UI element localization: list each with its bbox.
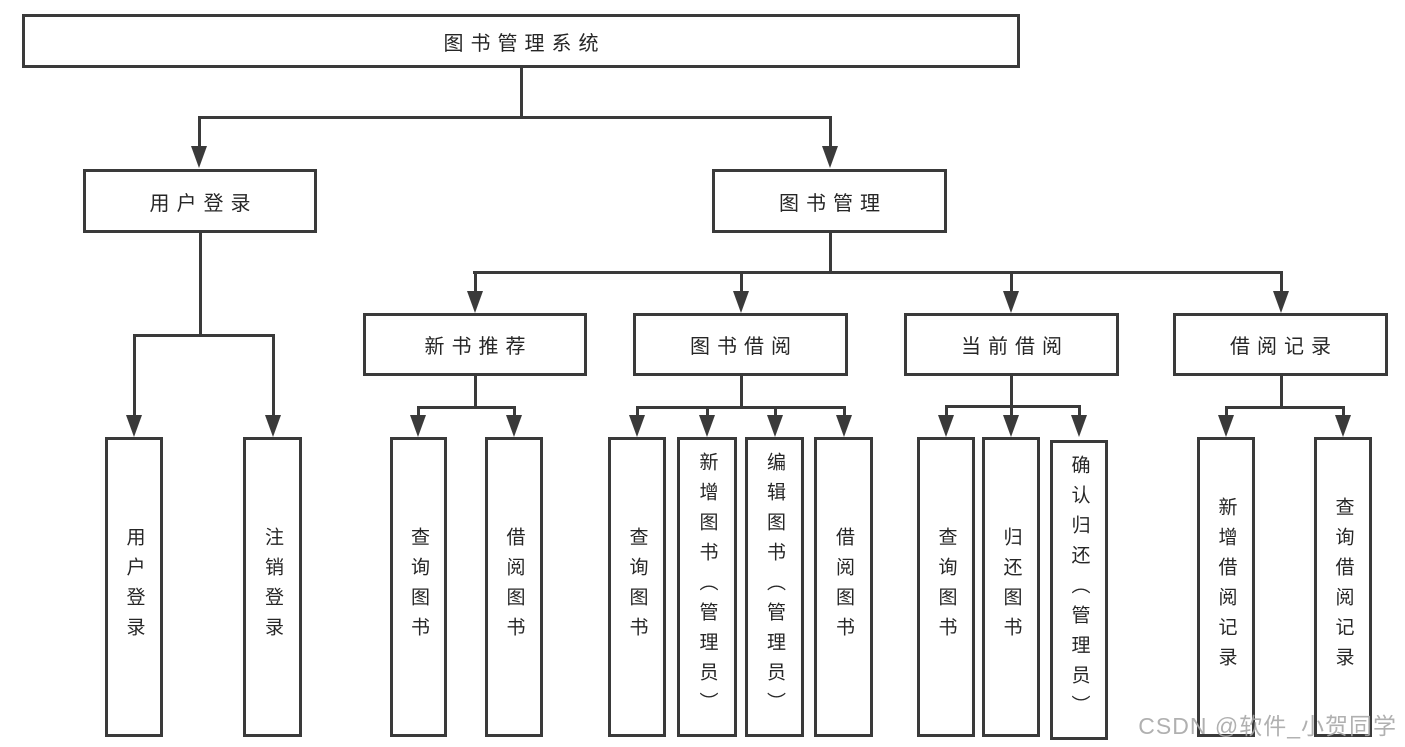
arrow-down-icon [467,291,483,313]
connector-stem [1225,406,1228,420]
node-user-login: 用户登录 [83,169,317,233]
connector-rail [417,406,515,409]
leaf-label: 确认归还（管理员） [1068,455,1090,725]
node-user-login-label: 用户登录 [149,192,258,215]
leaf-user-login-label: 用户登录 [123,527,145,647]
connector-stem [636,406,639,420]
connector-stem [1010,405,1013,420]
connector-stem [843,406,846,420]
arrow-down-icon [126,415,142,437]
arrow-down-icon [1071,415,1087,437]
leaf-query-books-current: 查询图书 [917,437,975,737]
arrow-down-icon [938,415,954,437]
node-current-borrow-label: 当前借阅 [961,336,1069,358]
connector-stem [774,406,777,420]
arrow-down-icon [1218,415,1234,437]
arrow-down-icon [410,415,426,437]
leaf-logout-label: 注销登录 [262,527,283,647]
leaf-query-books-borrow: 查询图书 [608,437,666,737]
leaf-label: 查询图书 [408,527,429,647]
arrow-down-icon [1003,415,1019,437]
arrow-down-icon [1003,291,1019,313]
leaf-add-book-admin: 新增图书（管理员） [677,437,737,737]
connector-stem [829,116,832,150]
connector-stem [417,406,420,420]
connector-user-login-rail [133,334,274,337]
arrow-down-icon [836,415,852,437]
leaf-label: 新增借阅记录 [1215,497,1237,677]
node-new-book-recommend-label: 新书推荐 [424,336,533,358]
node-borrow-records-label: 借阅记录 [1230,336,1338,358]
connector-rail [636,406,845,409]
leaf-user-login: 用户登录 [105,437,163,737]
connector-book-mgmt-stub [829,233,832,274]
leaf-query-borrow-record: 查询借阅记录 [1314,437,1372,737]
watermark: CSDN @软件_小贺同学 [1138,713,1397,739]
connector-level2-rail [198,116,832,119]
connector-stem [474,271,477,295]
connector-stem [513,406,516,420]
leaf-label: 借阅图书 [833,527,854,647]
arrow-down-icon [1273,291,1289,313]
node-book-management: 图书管理 [712,169,947,233]
node-book-borrow-label: 图书借阅 [690,336,798,358]
connector-level3-rail [473,271,1282,274]
connector-stem [1010,271,1013,295]
connector-stem [1342,406,1345,420]
connector-stub [1280,376,1283,409]
leaf-label: 查询借阅记录 [1332,497,1354,677]
arrow-down-icon [1335,415,1351,437]
leaf-borrow-books-borrow: 借阅图书 [814,437,873,737]
arrow-down-icon [822,146,838,168]
connector-stem [1078,405,1081,420]
node-borrow-records: 借阅记录 [1173,313,1388,376]
leaf-label: 归还图书 [1000,527,1022,647]
leaf-label: 查询图书 [626,527,648,647]
connector-stem [706,406,709,420]
connector-root-stub [520,68,523,119]
leaf-confirm-return-admin: 确认归还（管理员） [1050,440,1108,740]
connector-stem [133,334,136,420]
connector-stub [474,376,477,409]
arrow-down-icon [629,415,645,437]
arrow-down-icon [733,291,749,313]
arrow-down-icon [191,146,207,168]
node-new-book-recommend: 新书推荐 [363,313,587,376]
arrow-down-icon [265,415,281,437]
connector-stub [740,376,743,409]
node-root: 图书管理系统 [22,14,1020,68]
leaf-logout: 注销登录 [243,437,302,737]
connector-stem [198,116,201,150]
leaf-query-books-recommend: 查询图书 [390,437,447,737]
node-book-management-label: 图书管理 [779,192,887,215]
connector-stem [1280,271,1283,295]
connector-stem [945,405,948,420]
connector-user-login-stub [199,233,202,337]
leaf-borrow-books-recommend: 借阅图书 [485,437,543,737]
connector-stem [740,271,743,295]
connector-rail [1225,406,1344,409]
arrow-down-icon [767,415,783,437]
leaf-label: 借阅图书 [503,527,525,647]
leaf-add-borrow-record: 新增借阅记录 [1197,437,1255,737]
arrow-down-icon [506,415,522,437]
leaf-edit-book-admin: 编辑图书（管理员） [745,437,804,737]
leaf-label: 新增图书（管理员） [696,452,718,722]
connector-stem [272,334,275,420]
arrow-down-icon [699,415,715,437]
node-root-label: 图书管理系统 [443,32,606,55]
node-current-borrow: 当前借阅 [904,313,1119,376]
connector-stub [1010,376,1013,408]
leaf-label: 查询图书 [935,527,957,647]
leaf-return-books: 归还图书 [982,437,1040,737]
node-book-borrow: 图书借阅 [633,313,848,376]
leaf-label: 编辑图书（管理员） [764,452,785,722]
